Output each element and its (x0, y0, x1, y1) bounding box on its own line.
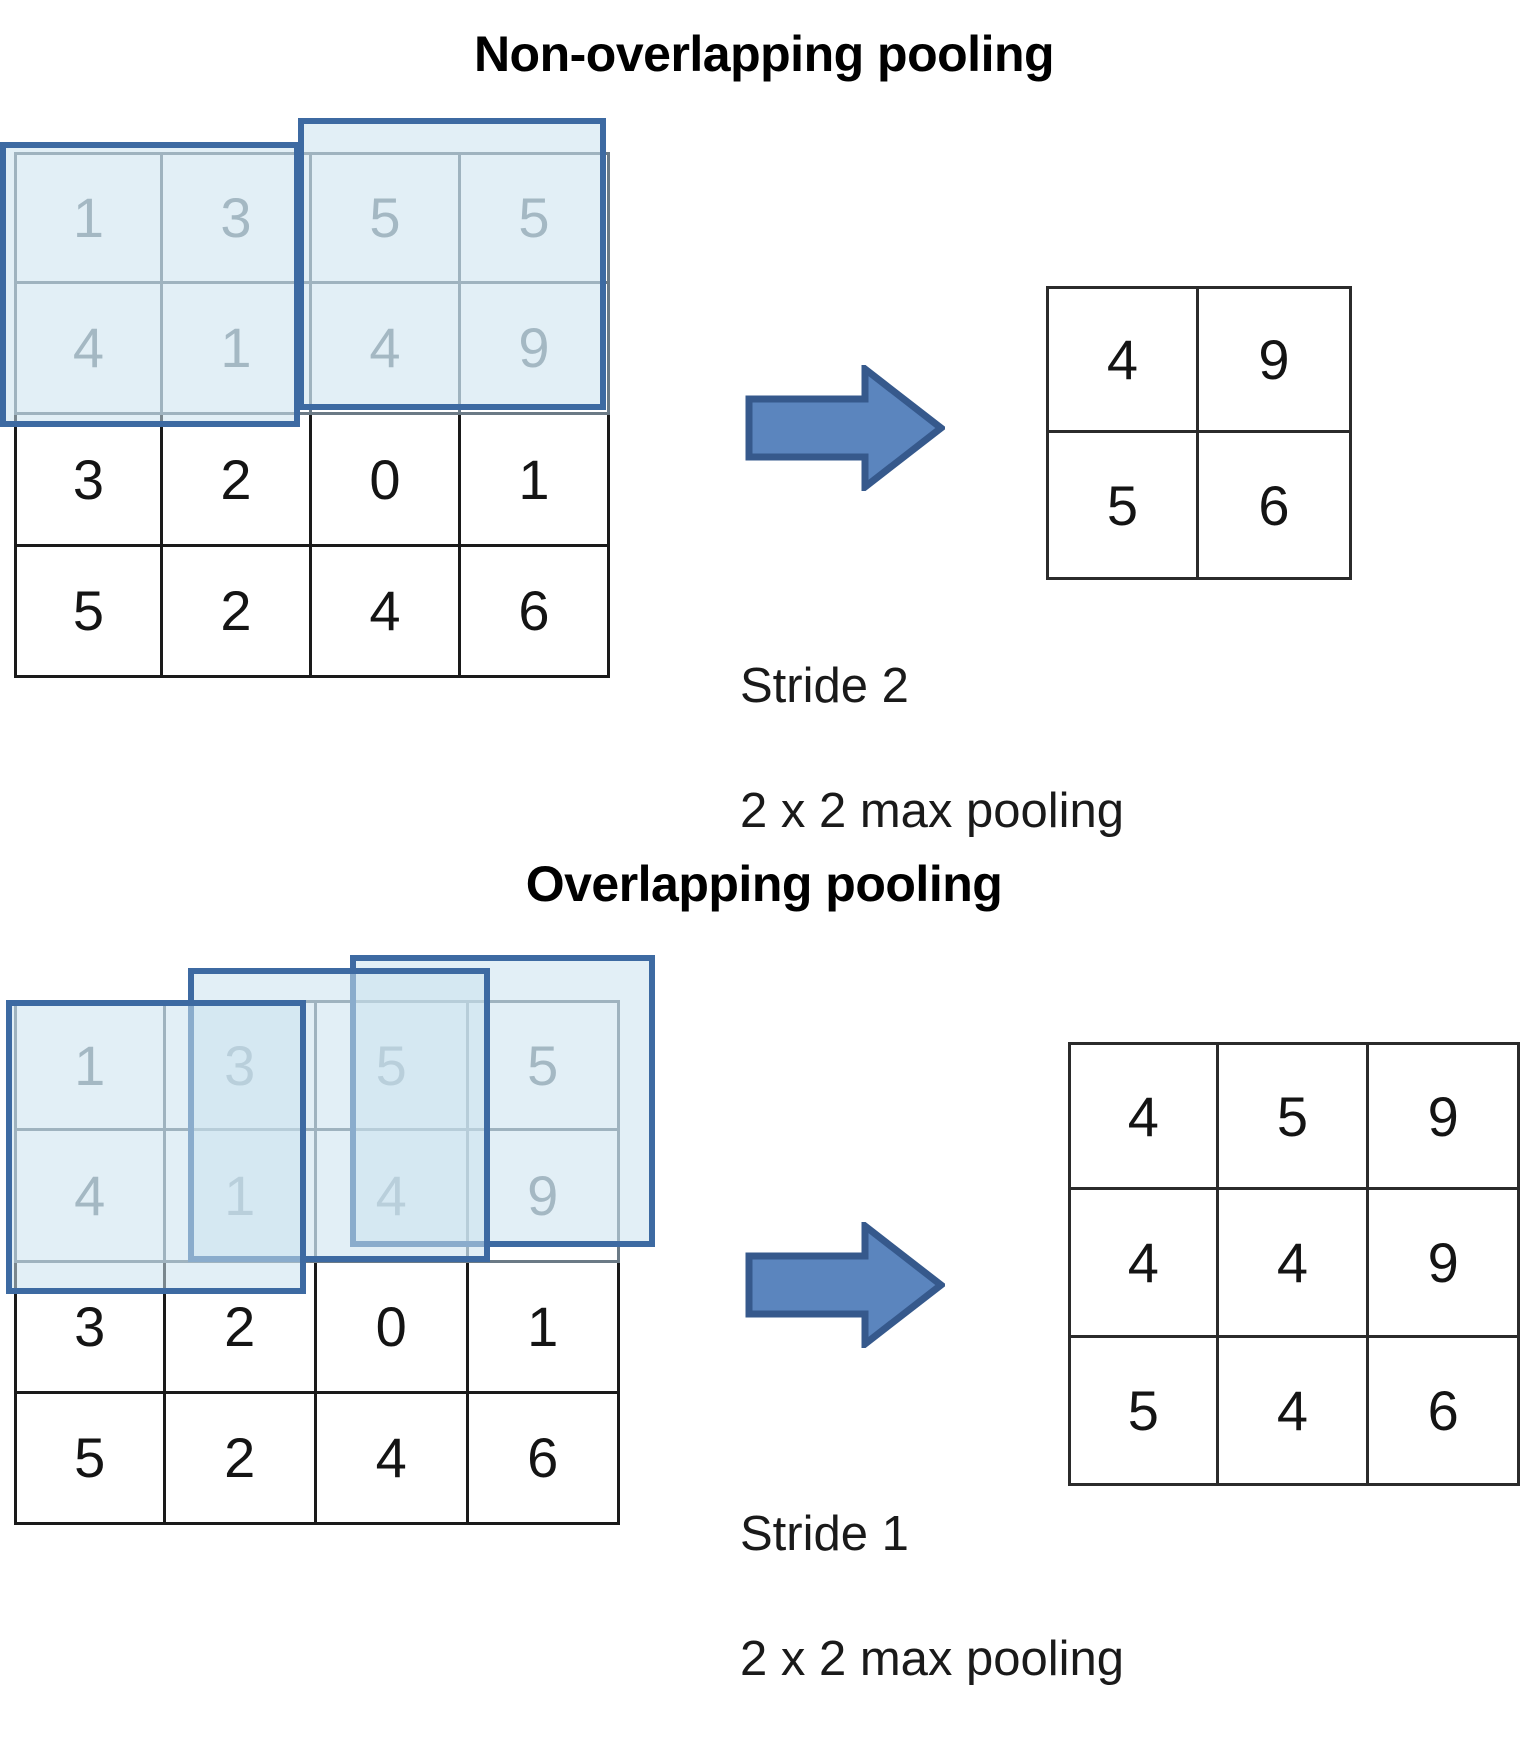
output-cell: 4 (1068, 1190, 1219, 1338)
output-cell: 6 (1369, 1338, 1520, 1486)
output-cell: 4 (1218, 1190, 1370, 1338)
input-cell: 2 (163, 415, 312, 547)
input-cell: 2 (165, 1393, 317, 1525)
output-cell: 9 (1369, 1042, 1520, 1190)
input-cell: 4 (312, 546, 461, 678)
input-cell: 0 (312, 415, 461, 547)
pooling-window-1-non-overlapping (0, 142, 300, 427)
caption-non-overlapping: Stride 2 2 x 2 max pooling (740, 592, 1124, 906)
page-title-overlapping: Overlapping pooling (525, 856, 1003, 912)
pooling-window-2-non-overlapping (298, 118, 606, 410)
output-cell: 4 (1068, 1042, 1219, 1190)
output-cell: 4 (1046, 286, 1199, 433)
input-cell: 1 (468, 1262, 620, 1394)
caption-pooling-non-overlapping: 2 x 2 max pooling (740, 784, 1125, 839)
input-cell: 0 (317, 1262, 469, 1394)
output-matrix-non-overlapping: 4 9 5 6 (1046, 286, 1352, 580)
output-cell: 6 (1199, 433, 1352, 580)
caption-pooling-overlapping: 2 x 2 max pooling (740, 1632, 1125, 1687)
diagram-canvas: Non-overlapping pooling 1 3 5 5 4 1 4 9 … (0, 26, 1520, 1686)
caption-overlapping: Stride 1 2 x 2 max pooling (740, 1440, 1124, 1754)
output-matrix-overlapping: 4 5 9 4 4 9 5 4 6 (1068, 1042, 1520, 1486)
output-cell: 9 (1369, 1190, 1520, 1338)
right-arrow-icon-non-overlapping (745, 365, 945, 491)
output-cell: 4 (1218, 1338, 1370, 1486)
input-cell: 6 (468, 1393, 620, 1525)
input-cell: 5 (14, 546, 163, 678)
output-cell: 5 (1046, 433, 1199, 580)
input-cell: 2 (165, 1262, 317, 1394)
output-cell: 5 (1068, 1338, 1219, 1486)
right-arrow-icon-overlapping (745, 1222, 945, 1348)
caption-stride-overlapping: Stride 1 (740, 1506, 909, 1561)
input-cell: 6 (461, 546, 610, 678)
pooling-window-1-overlapping (6, 1000, 306, 1294)
output-cell: 9 (1199, 286, 1352, 433)
input-cell: 3 (14, 1262, 166, 1394)
output-cell: 5 (1218, 1042, 1370, 1190)
caption-stride-non-overlapping: Stride 2 (740, 658, 909, 713)
page-title-non-overlapping: Non-overlapping pooling (473, 26, 1055, 82)
input-cell: 3 (14, 415, 163, 547)
input-cell: 4 (317, 1393, 469, 1525)
input-cell: 2 (163, 546, 312, 678)
input-cell: 5 (14, 1393, 166, 1525)
input-cell: 1 (461, 415, 610, 547)
